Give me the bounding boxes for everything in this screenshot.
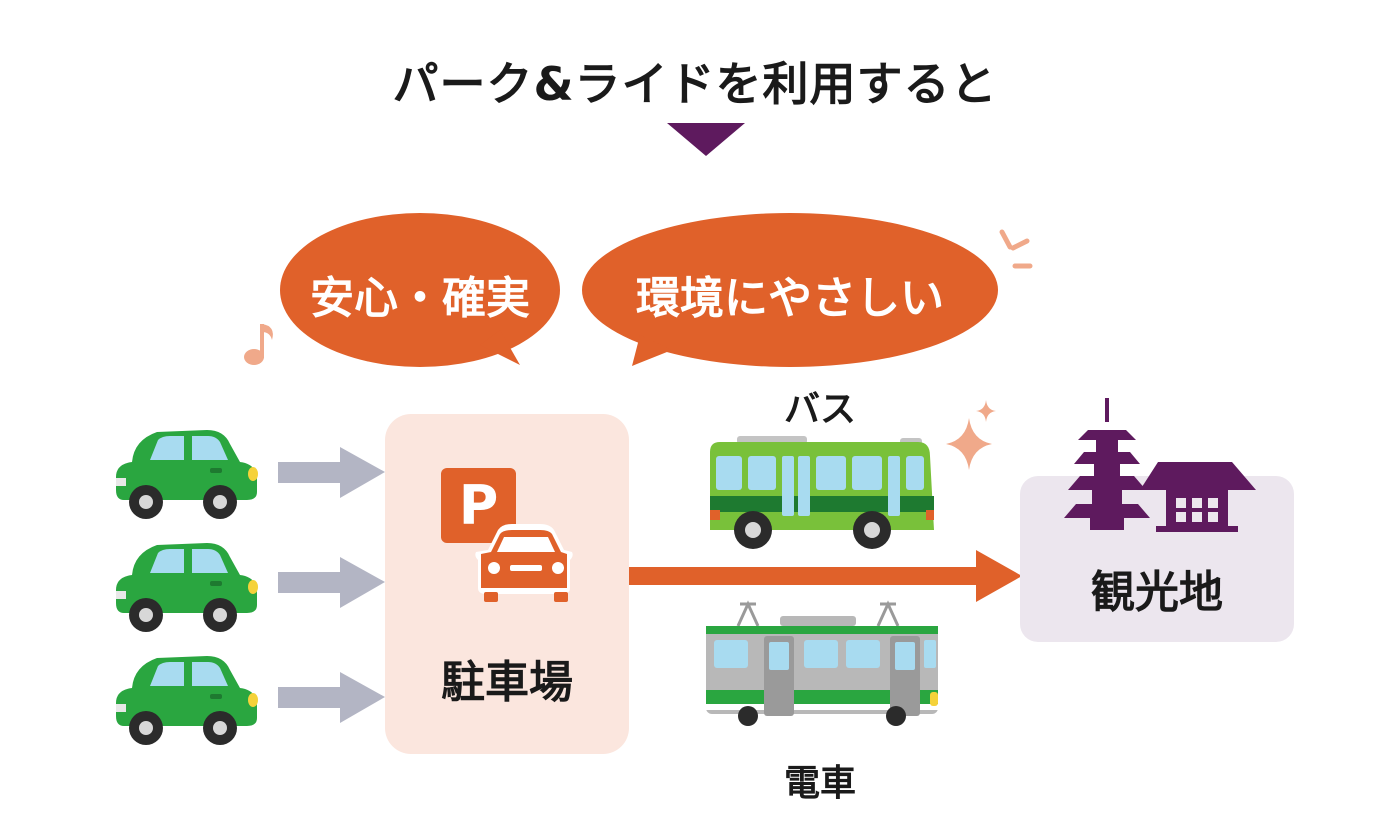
parking-sign-icon bbox=[441, 468, 516, 543]
down-triangle-icon bbox=[667, 123, 745, 156]
speech-bubble-right bbox=[582, 213, 998, 367]
temple-icon bbox=[1140, 462, 1256, 532]
parking-label: 駐車場 bbox=[441, 657, 573, 708]
car-icon bbox=[116, 656, 258, 745]
arrow-to-destination-icon bbox=[629, 550, 1022, 602]
parking-sign-letter: P bbox=[458, 474, 499, 537]
car-icon bbox=[116, 430, 258, 519]
bubble-text-eco: 環境にやさしい bbox=[636, 273, 944, 324]
speech-bubble-left bbox=[280, 213, 560, 367]
bus-icon bbox=[710, 436, 934, 549]
bubble-text-safe: 安心・確実 bbox=[310, 273, 530, 324]
destination-label: 観光地 bbox=[1091, 567, 1223, 618]
sparkle-icon bbox=[946, 400, 996, 470]
music-note-icon bbox=[244, 324, 273, 365]
train-label: 電車 bbox=[783, 763, 856, 804]
page-title: パーク&ライドを利用すると bbox=[392, 57, 998, 111]
parking-car-icon bbox=[475, 524, 573, 602]
car-icon bbox=[116, 543, 258, 632]
bus-label: バス bbox=[783, 389, 856, 430]
arrow-right-icon bbox=[278, 447, 385, 723]
emphasis-lines-icon bbox=[999, 229, 1033, 269]
train-icon bbox=[706, 600, 938, 726]
pagoda-icon bbox=[1064, 398, 1150, 530]
